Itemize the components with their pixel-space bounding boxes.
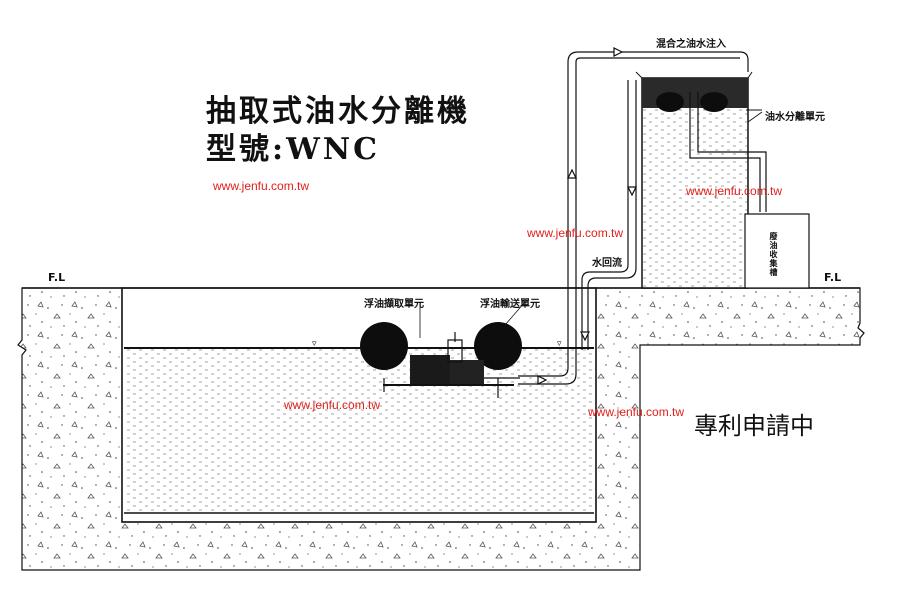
watermark: www.jenfu.com.tw xyxy=(686,184,783,198)
water-return-label: 水回流 xyxy=(592,258,622,269)
floor-level-label-left: F.L xyxy=(48,271,66,284)
watermark: www.jenfu.com.tw xyxy=(588,405,685,419)
water-level-marker: ▿ xyxy=(557,339,562,349)
watermark: www.jenfu.com.tw xyxy=(527,226,624,240)
pit-water xyxy=(124,348,594,513)
delivery-pipe xyxy=(518,47,749,385)
transfer-float xyxy=(474,322,522,370)
pump-motor xyxy=(450,360,484,385)
patent-pending-text: 專利申請中 xyxy=(694,412,814,440)
waste-oil-tank xyxy=(744,213,810,289)
skimmer-unit-label: 浮油擷取單元 xyxy=(364,299,424,310)
floor-level-label-right: F.L xyxy=(824,271,842,284)
skimmer-float xyxy=(360,322,408,370)
model-number: 型號:WNC xyxy=(206,132,381,167)
water-return-pipe xyxy=(580,80,637,350)
leader-lines xyxy=(419,111,763,338)
separation-tank xyxy=(635,71,767,289)
watermark: www.jenfu.com.tw xyxy=(284,398,381,412)
separation-unit-label: 油水分離單元 xyxy=(765,112,825,123)
pump-body xyxy=(410,355,450,385)
skimmer-assembly xyxy=(360,322,522,398)
waste-oil-tank-label: 廢油收集槽 xyxy=(769,232,778,277)
mixed-inflow-label: 混合之油水注入 xyxy=(656,39,726,50)
watermark: www.jenfu.com.tw xyxy=(213,179,310,193)
ground xyxy=(17,287,865,571)
main-title: 抽取式油水分離機 xyxy=(206,94,470,129)
water-level-marker: ▿ xyxy=(312,339,317,349)
transfer-unit-label: 浮油輸送單元 xyxy=(480,299,540,310)
